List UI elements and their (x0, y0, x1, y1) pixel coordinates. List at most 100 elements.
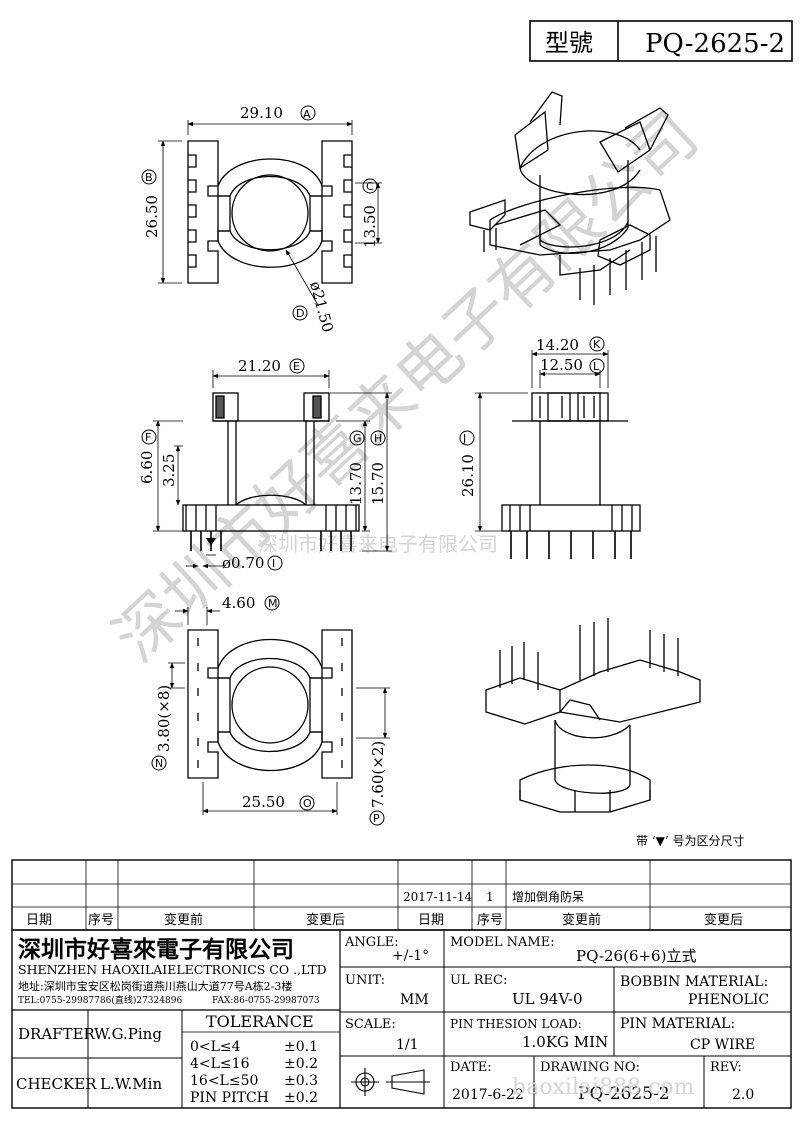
tol-value-1: ±0.1 (284, 1039, 318, 1055)
bobbin-material-value: PHENOLIC (688, 992, 769, 1008)
dim-H-letter: H (374, 432, 382, 445)
watermark-diagonal: 深圳市好喜来电子有限公司 (100, 99, 712, 677)
header-box: 型號 PQ-2625-2 (529, 20, 793, 62)
pin-load-value: 1.0KG MIN (522, 1033, 608, 1051)
angle-value: +/-1° (392, 948, 429, 964)
rev-header-date: 日期 (26, 913, 52, 928)
title-block (11, 929, 792, 1109)
revision-table (11, 859, 792, 931)
rev-header-seq: 序号 (88, 913, 114, 928)
dim-H-value: 15.70 (369, 462, 387, 505)
rev-label: REV: (710, 1060, 742, 1075)
dim-I-letter: I (272, 557, 275, 570)
company-address: 地址:深圳市宝安区松岗街道燕川燕山大道77号A栋2-3楼 (18, 979, 292, 993)
model-label: MODEL NAME: (450, 935, 555, 950)
dim-E-value: 21.20 (238, 357, 281, 375)
dim-A: 29.10 A (187, 104, 353, 135)
dim-P-letter: P (373, 812, 380, 825)
rev-header-date-2: 日期 (418, 913, 444, 928)
dim-O-letter: O (303, 797, 312, 810)
revision-date: 2017-11-14 (403, 890, 473, 904)
dim-L: 12.50 L (539, 356, 605, 388)
dim-J-value: 26.10 (459, 454, 477, 497)
checker-label: CHECKER (16, 1075, 97, 1093)
dim-G-value: 13.70 (347, 462, 365, 505)
drawing-no-value: PQ-2625-2 (578, 1084, 670, 1104)
dim-G: 13.70 G (336, 420, 370, 532)
dim-B-letter: B (145, 171, 153, 184)
tol-range-4: PIN PITCH (190, 1090, 269, 1106)
website-watermark: baoxilai888.com (512, 1075, 695, 1100)
tol-value-2: ±0.2 (284, 1056, 318, 1072)
top-view (187, 140, 353, 284)
watermark: 深圳市好喜来电子有限公司 深圳市好喜来电子有限公司 (100, 99, 712, 677)
dim-K: 14.20 K (531, 336, 609, 388)
company-en: SHENZHEN HAOXILAIELECTRONICS CO .,LTD (18, 962, 327, 977)
revision-desc: 增加倒角防呆 (512, 889, 584, 904)
drawing-no-label: DRAWING NO: (540, 1060, 640, 1075)
date-value: 2017-6-22 (452, 1087, 524, 1103)
dim-G-letter: G (353, 432, 362, 445)
dim-P: 7.60(×2) P (356, 687, 390, 826)
rev-value: 2.0 (732, 1087, 754, 1103)
ul-label: UL REC: (450, 973, 507, 988)
dim-B-value: 26.50 (143, 195, 161, 238)
unit-label: UNIT: (345, 973, 385, 988)
drafter-label: DRAFTER (18, 1025, 96, 1043)
bobbin-material-label: BOBBIN MATERIAL: (620, 974, 768, 990)
dim-L-value: 12.50 (540, 356, 583, 374)
dim-F2-value: 3.25 (160, 454, 178, 487)
dim-A-value: 29.10 (240, 104, 283, 122)
tol-value-4: ±0.2 (284, 1090, 318, 1106)
bobbin-3d-top (469, 91, 671, 305)
tol-range-2: 4<L≤16 (190, 1056, 250, 1072)
dim-I: ø0.70 I (186, 538, 283, 572)
dim-C: 13.50 C (355, 178, 382, 248)
drafter-value: W.G.Ping (94, 1025, 162, 1043)
dim-J: 26.10 J (459, 392, 528, 532)
model-value: PQ-26(6+6)立式 (576, 947, 696, 965)
dim-F-letter: F (145, 431, 151, 444)
rev-header-before-2: 变更前 (562, 912, 601, 928)
dim-N-value: 3.80(×8) (155, 685, 173, 752)
bobbin-3d-bottom (485, 618, 701, 813)
tol-range-1: 0<L≤4 (190, 1039, 241, 1055)
dim-D: ø21.50 D (285, 249, 337, 334)
pin-material-label: PIN MATERIAL: (620, 1016, 735, 1032)
date-label: DATE: (450, 1060, 492, 1075)
dim-B: 26.50 B (141, 140, 182, 284)
pin-material-value: CP WIRE (690, 1037, 755, 1053)
dim-H: 15.70 H (330, 392, 392, 552)
dim-A-letter: A (303, 108, 311, 121)
angle-label: ANGLE: (344, 935, 399, 950)
watermark-horizontal: 深圳市好喜来电子有限公司 (258, 532, 498, 556)
dim-E: 21.20 E (212, 357, 330, 388)
company-fax: FAX:86-0755-29987073 (212, 996, 320, 1006)
rev-header-seq-2: 序号 (477, 913, 503, 928)
dim-M: 4.60 M (175, 594, 280, 625)
scale-label: SCALE: (345, 1017, 396, 1032)
tolerance-title: TOLERANCE (206, 1012, 314, 1031)
dim-I-value: ø0.70 (222, 554, 264, 572)
front-view (182, 392, 360, 551)
dim-K-letter: K (593, 338, 601, 351)
rev-header-before: 变更前 (164, 912, 203, 928)
header-model: PQ-2625-2 (645, 29, 785, 59)
dim-J-letter: J (462, 432, 466, 445)
revision-seq: 1 (486, 890, 494, 904)
tol-range-3: 16<L≤50 (190, 1073, 258, 1089)
scale-value: 1/1 (396, 1037, 419, 1053)
dim-C-letter: C (366, 180, 374, 193)
type-label: 型號 (545, 29, 593, 57)
dim-D-value: ø21.50 (306, 279, 337, 334)
dim-C-value: 13.50 (361, 205, 379, 248)
dim-M-letter: M (268, 597, 278, 610)
rev-header-after-2: 变更后 (704, 912, 743, 928)
bottom-view (187, 629, 353, 779)
pin-load-label: PIN THESION LOAD: (450, 1017, 582, 1031)
dim-F: 6.60 F 3.25 (138, 420, 183, 532)
dim-L-letter: L (593, 360, 600, 373)
company-cn: 深圳市好喜來電子有限公司 (18, 936, 294, 963)
dim-F-value: 6.60 (138, 451, 156, 484)
